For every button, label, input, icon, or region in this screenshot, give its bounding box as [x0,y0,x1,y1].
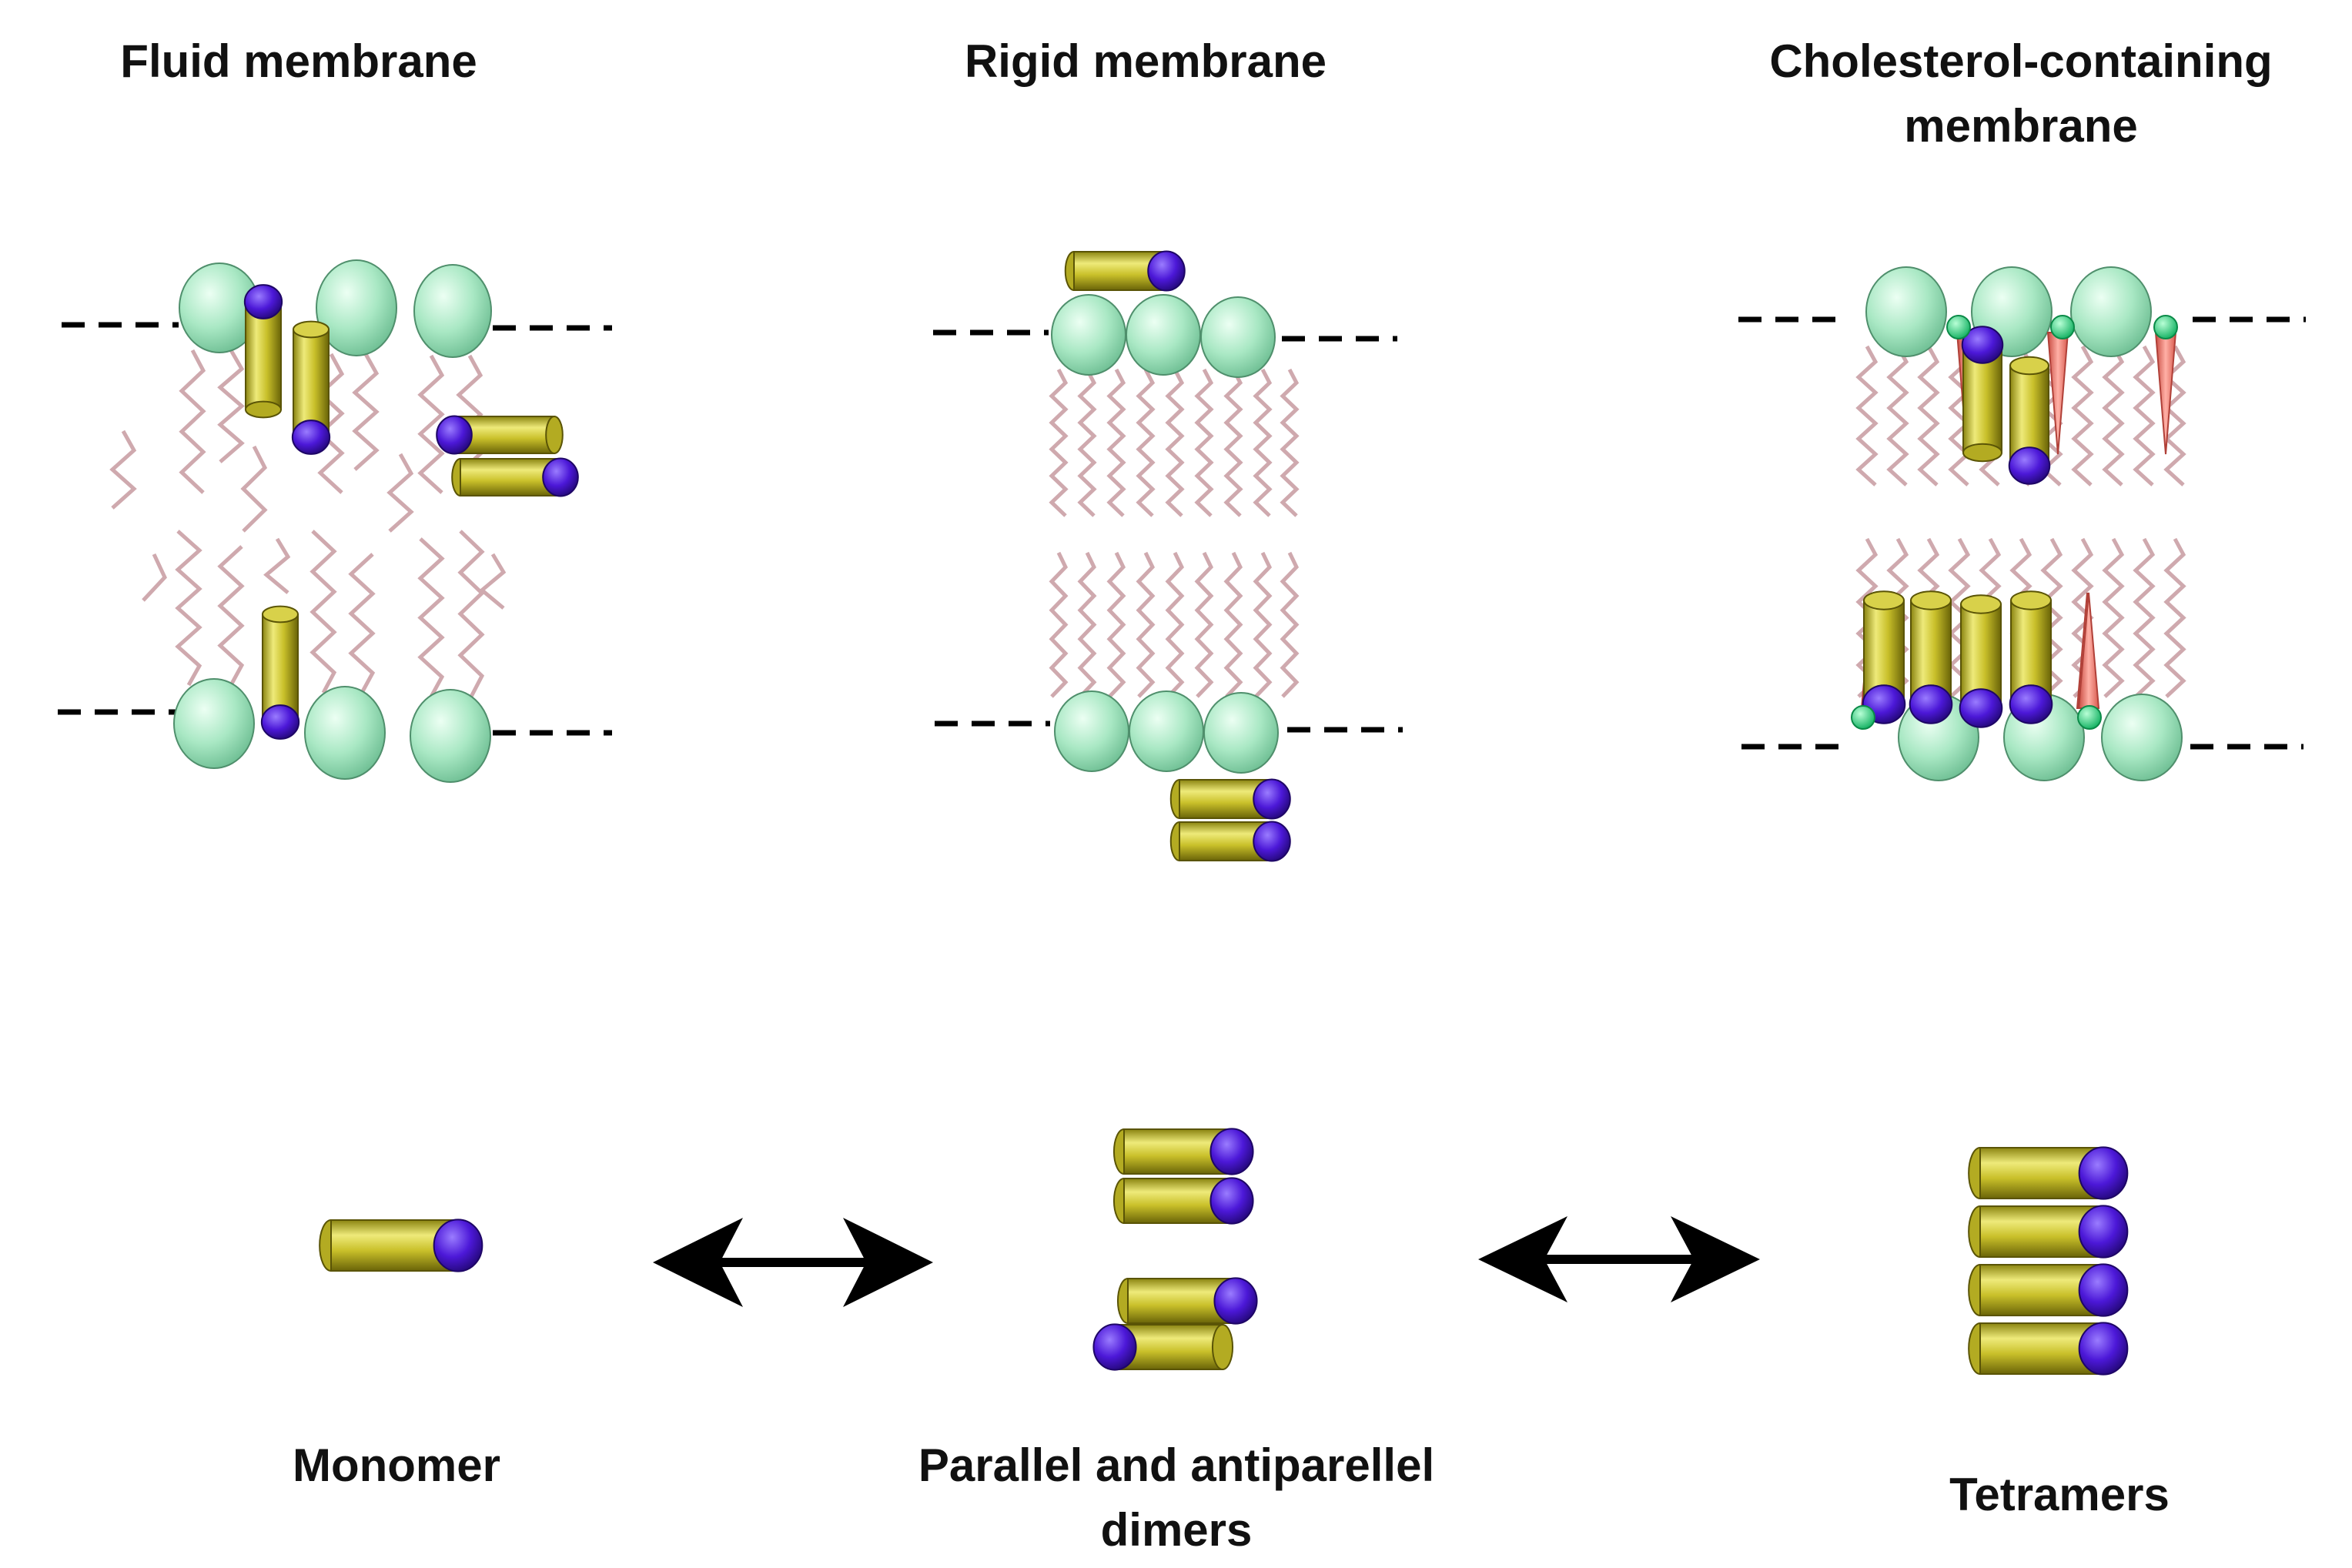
lipid-tail [1280,551,1300,698]
label-dimers-line2: dimers [1100,1504,1253,1556]
peptide-horizontal [1064,250,1186,292]
peptide-horizontal [1968,1322,2129,1376]
fluid-lipid-tails [109,349,507,698]
rigid-membrane-panel [933,250,1403,862]
lipid-tail [1165,368,1185,517]
lipid-tail [2102,537,2125,698]
peptide-horizontal [1116,1277,1258,1325]
rigid-peptides [1064,250,1291,862]
peptide-vertical [2008,356,2051,485]
lipid-tail [1253,368,1273,517]
lipid-tail [2133,537,2156,698]
title-fluid-membrane: Fluid membrane [120,35,477,87]
peptide-vertical [260,605,300,740]
peptide-horizontal [1169,821,1291,862]
fluid-headgroups [173,259,492,783]
peptide-horizontal [1968,1263,2129,1317]
lipid-tail [2163,537,2186,698]
fluid-boundary-lines [58,322,612,736]
cholesterol-heads [1851,315,2178,730]
lipid-tail [1077,368,1097,517]
lipid-tail [317,353,345,494]
cholesterol-membrane-panel [1738,266,2306,781]
label-monomer: Monomer [293,1439,500,1491]
lipid-tail [1194,368,1214,517]
peptide-horizontal [1092,1323,1234,1371]
peptide-horizontal [1968,1205,2129,1259]
peptide-vertical [243,284,283,419]
lipid-tail [386,453,414,533]
lipid-tail [457,530,485,698]
lipid-tail [1049,551,1069,698]
lipid-tail [348,553,376,694]
lipid-tail [1223,551,1243,698]
peptide-horizontal [1169,778,1291,820]
lipid-tail [109,430,137,510]
lipid-tail [479,553,507,610]
lipid-tail [1253,551,1273,698]
lipid-tail [1136,551,1156,698]
double-arrow-left [653,1218,933,1307]
fluid-membrane-panel [58,259,612,783]
lipid-tail [1165,551,1185,698]
lipid-tail [1886,345,1909,486]
lipid-tail [2102,345,2125,486]
peptide-horizontal [436,415,564,455]
label-tetramers: Tetramers [1949,1469,2170,1520]
lipid-tail [456,354,483,475]
rigid-lipid-tails [1049,368,1300,698]
peptide-vertical [1959,594,2003,728]
lipid-tail [179,349,206,494]
peptide-horizontal [1968,1146,2129,1200]
peptide-vertical [1909,590,1953,724]
lipid-tail [1280,368,1300,517]
rigid-headgroups [1051,294,1279,774]
lipid-tail [2133,345,2156,486]
title-cholesterol-line1: Cholesterol-containing [1769,35,2273,87]
lipid-tail [1106,551,1126,698]
lipid-tail [352,353,380,471]
lipid-tail [417,537,445,698]
lipid-tail [2071,345,2094,486]
lipid-tail [1194,551,1214,698]
peptide-vertical [2009,590,2053,724]
label-dimers-line1: Parallel and antiparellel [918,1439,1435,1491]
lipid-tail [217,349,245,463]
chol-boundary-lines [1738,316,2306,750]
chol-peptides [1862,326,2053,728]
species-row [319,1128,2129,1376]
peptide-horizontal [451,457,579,497]
lipid-tail [2163,345,2186,486]
lipid-tail [1136,368,1156,517]
peptide-horizontal [1112,1128,1254,1175]
lipid-tail [175,530,202,687]
lipid-tail [263,537,291,594]
fluid-peptides [243,284,579,740]
peptide-horizontal [319,1219,483,1272]
lipid-tail [240,445,268,533]
peptide-vertical [1862,590,1906,724]
peptide-vertical [291,320,331,455]
lipid-tail [1855,345,1879,486]
lipid-tail [417,354,445,494]
lipid-tail [1223,368,1243,517]
lipid-tail [142,553,167,602]
lipid-tail [1106,368,1126,517]
lipid-tail [1049,368,1069,517]
peptide-horizontal [1112,1177,1254,1225]
lipid-tail [309,530,337,694]
label-dimers: Parallel and antiparellel dimers [918,1433,1434,1563]
title-cholesterol-line2: membrane [1904,100,2138,152]
double-arrow-right [1478,1216,1760,1302]
title-cholesterol-membrane: Cholesterol-containing membrane [1769,29,2272,159]
lipid-tail [1077,551,1097,698]
title-rigid-membrane: Rigid membrane [964,35,1327,87]
lipid-tail [217,545,245,687]
rigid-boundary-lines [933,329,1403,733]
lipid-tail [1917,345,1940,486]
peptide-vertical [1961,326,2004,463]
